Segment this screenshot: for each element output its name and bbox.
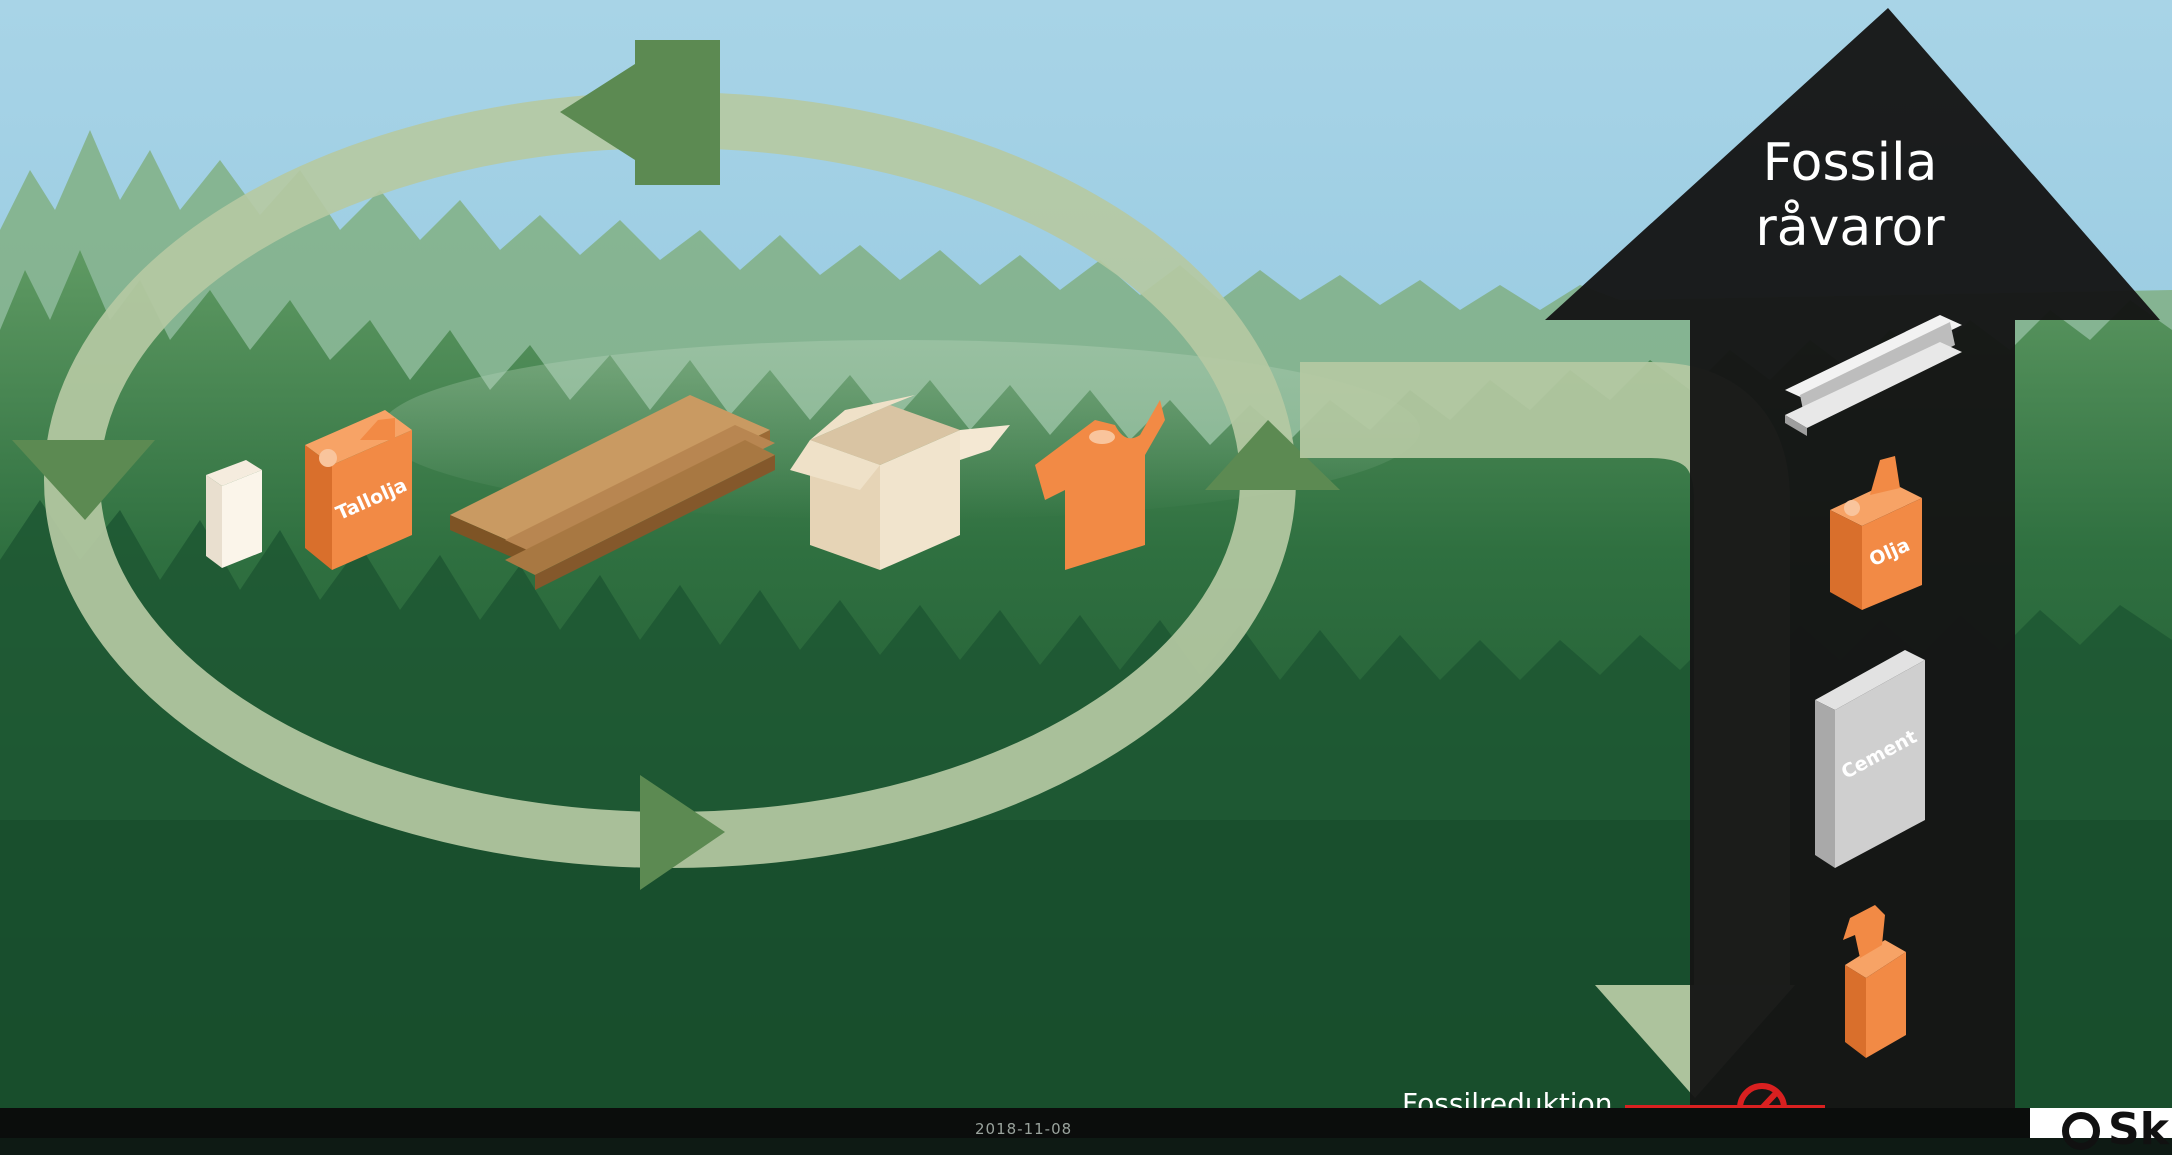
logo-text: Sk [2108, 1104, 2169, 1155]
milk-carton-icon [206, 460, 262, 568]
footer-bar [0, 1108, 2172, 1138]
logo-icon [2062, 1112, 2100, 1150]
fossil-arrow-title-line1: Fossila [1763, 133, 1938, 193]
footer-date: 2018-11-08 [975, 1120, 1072, 1138]
fossil-arrow-title-line2: råvaror [1755, 198, 1945, 258]
